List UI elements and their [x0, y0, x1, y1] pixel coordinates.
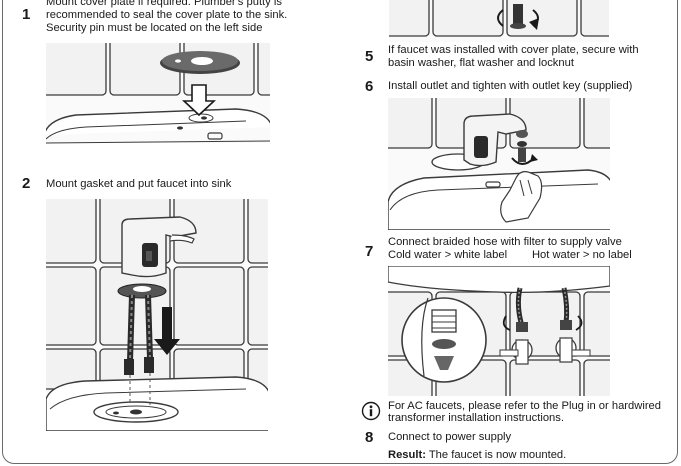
step-7-text-line-2: Cold water > white label Hot water > no … [388, 249, 632, 261]
step-1-illustration [46, 43, 270, 163]
step-1-text-line-3: Security pin must be located on the left… [46, 22, 263, 34]
step-2-text: Mount gasket and put faucet into sink [46, 178, 232, 190]
step-8-text: Connect to power supply [388, 431, 512, 443]
result-line: Result: The faucet is now mounted. [388, 449, 566, 461]
info-icon [361, 401, 381, 426]
step-5-text-line-1: If faucet was installed with cover plate… [388, 44, 639, 56]
step-7-illustration [388, 266, 610, 396]
step-1-text-line-2: recommended to seal the cover plate to t… [46, 9, 288, 21]
step-2-number: 2 [22, 175, 31, 192]
step-7-text-line-1: Connect braided hose with filter to supp… [388, 236, 622, 248]
note-text-line-1: For AC faucets, please refer to the Plug… [388, 400, 661, 412]
step-7-number: 7 [365, 243, 374, 260]
step-6-number: 6 [365, 78, 374, 95]
result-text: The faucet is now mounted. [425, 449, 567, 461]
step-1-number: 1 [22, 6, 31, 23]
step-8-number: 8 [365, 429, 374, 446]
result-label: Result: [388, 449, 426, 461]
step-4-illustration-fragment [389, 0, 609, 42]
step-5-text-line-2: basin washer, flat washer and locknut [388, 57, 574, 69]
step-2-illustration [46, 199, 268, 431]
step-1-text-line-1: Mount cover plate if required. Plumber's… [46, 0, 282, 8]
step-6-text: Install outlet and tighten with outlet k… [388, 80, 633, 92]
note-text-line-2: transformer installation instructions. [388, 412, 564, 424]
step-5-number: 5 [365, 48, 374, 65]
step-6-illustration [388, 98, 610, 230]
